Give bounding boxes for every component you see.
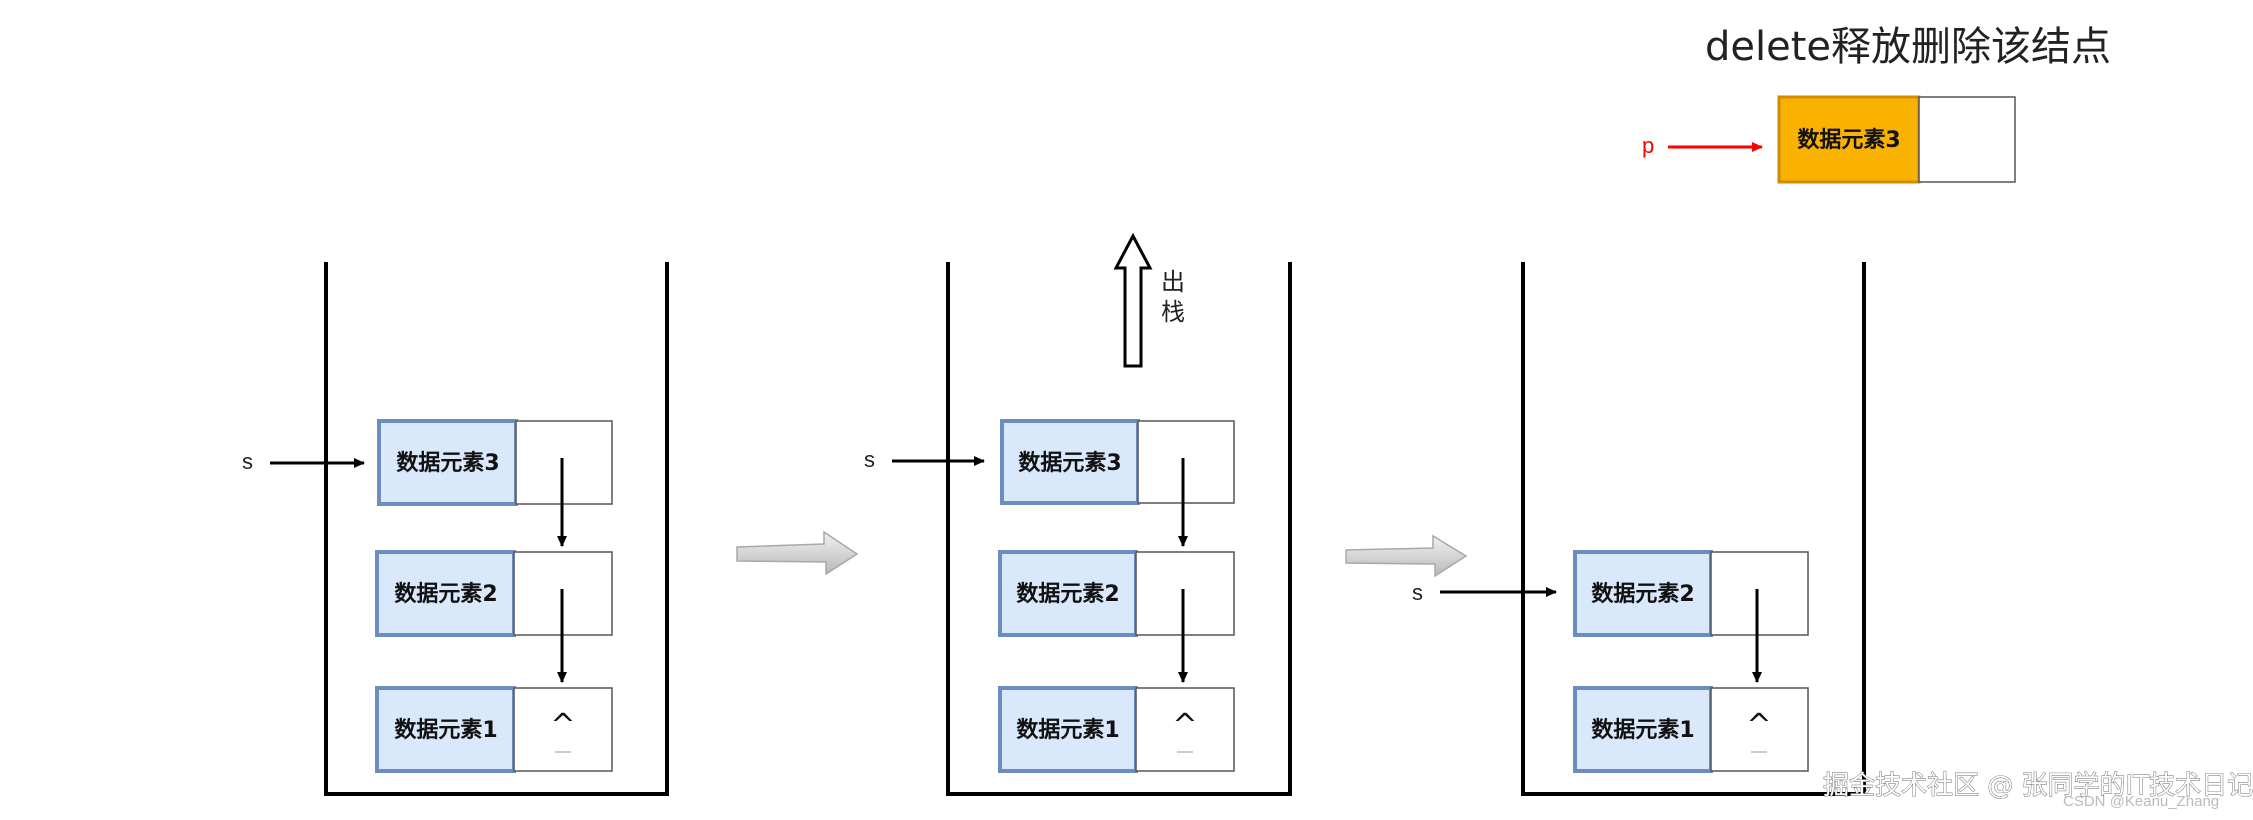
stack-2: 出 栈 s 数据元素3 数据元素2 数据元素1 ^: [864, 232, 1292, 796]
stack-2-node-1: 数据元素1 ^: [998, 686, 1235, 773]
watermark-main: 掘金技术社区 @ 张同学的IT技术日记: [1823, 771, 2253, 801]
stack-3-pointer-label: s: [1412, 580, 1423, 605]
node-label: 数据元素2: [1016, 581, 1119, 607]
stack-3-container: [1521, 262, 1866, 796]
pointer-p-label: p: [1642, 133, 1654, 158]
node-data-cell: [1573, 686, 1713, 773]
node-next-cell: [1135, 551, 1235, 636]
stack-2-node-2: 数据元素2: [998, 550, 1235, 637]
node-data-cell: [1000, 419, 1140, 505]
stack-2-container: [946, 262, 1292, 796]
node-data-cell: [377, 419, 518, 506]
stack-1: s 数据元素3 数据元素2 数据元素1 ^: [242, 262, 669, 796]
transition-arrow-2: [1345, 534, 1468, 578]
node-label: 数据元素3: [396, 450, 499, 476]
node-next-cell: [1710, 687, 1809, 772]
deleted-node-data-cell: [1777, 95, 1921, 184]
node-label: 数据元素1: [394, 717, 497, 743]
stack-2-node-3: 数据元素3: [1000, 419, 1235, 505]
null-pointer-symbol: ^: [550, 708, 575, 743]
stack-1-container: [324, 262, 669, 796]
watermark-small: CSDN @Keanu_Zhang: [2063, 793, 2219, 810]
stack-3: s 数据元素2 数据元素1 ^: [1412, 262, 1866, 796]
node-next-cell: [1135, 687, 1235, 772]
node-label: 数据元素1: [1016, 717, 1119, 743]
stack-2-pointer-label: s: [864, 447, 875, 472]
deleted-node-next-cell: [1918, 96, 2016, 183]
node-data-cell: [998, 686, 1138, 773]
node-next-cell: [515, 420, 613, 505]
null-pointer-symbol: ^: [1172, 708, 1197, 743]
transition-arrow-1: [736, 530, 859, 576]
node-label: 数据元素2: [1591, 581, 1694, 607]
pop-arrow-icon: [1113, 232, 1153, 368]
node-next-cell: [1137, 420, 1235, 504]
title: delete释放删除该结点: [1705, 24, 2111, 70]
deleted-node-label: 数据元素3: [1797, 127, 1900, 153]
deleted-node: 数据元素3: [1777, 95, 2016, 184]
pop-label-char-2: 栈: [1161, 298, 1185, 326]
node-next-cell: [513, 687, 613, 772]
null-pointer-symbol: ^: [1746, 708, 1771, 743]
stack-1-node-2: 数据元素2: [375, 550, 613, 637]
stack-1-pointer-label: s: [242, 449, 253, 474]
node-next-cell: [1710, 551, 1809, 636]
pop-label-char-1: 出: [1161, 268, 1185, 296]
node-data-cell: [1573, 550, 1713, 637]
node-data-cell: [375, 686, 516, 773]
stack-3-node-1: 数据元素1 ^: [1573, 686, 1809, 773]
node-label: 数据元素3: [1018, 450, 1121, 476]
stack-1-node-3: 数据元素3: [377, 419, 613, 506]
stack-1-node-1: 数据元素1 ^: [375, 686, 613, 773]
node-data-cell: [375, 550, 516, 637]
node-label: 数据元素2: [394, 581, 497, 607]
node-label: 数据元素1: [1591, 717, 1694, 743]
stack-3-node-2: 数据元素2: [1573, 550, 1809, 637]
